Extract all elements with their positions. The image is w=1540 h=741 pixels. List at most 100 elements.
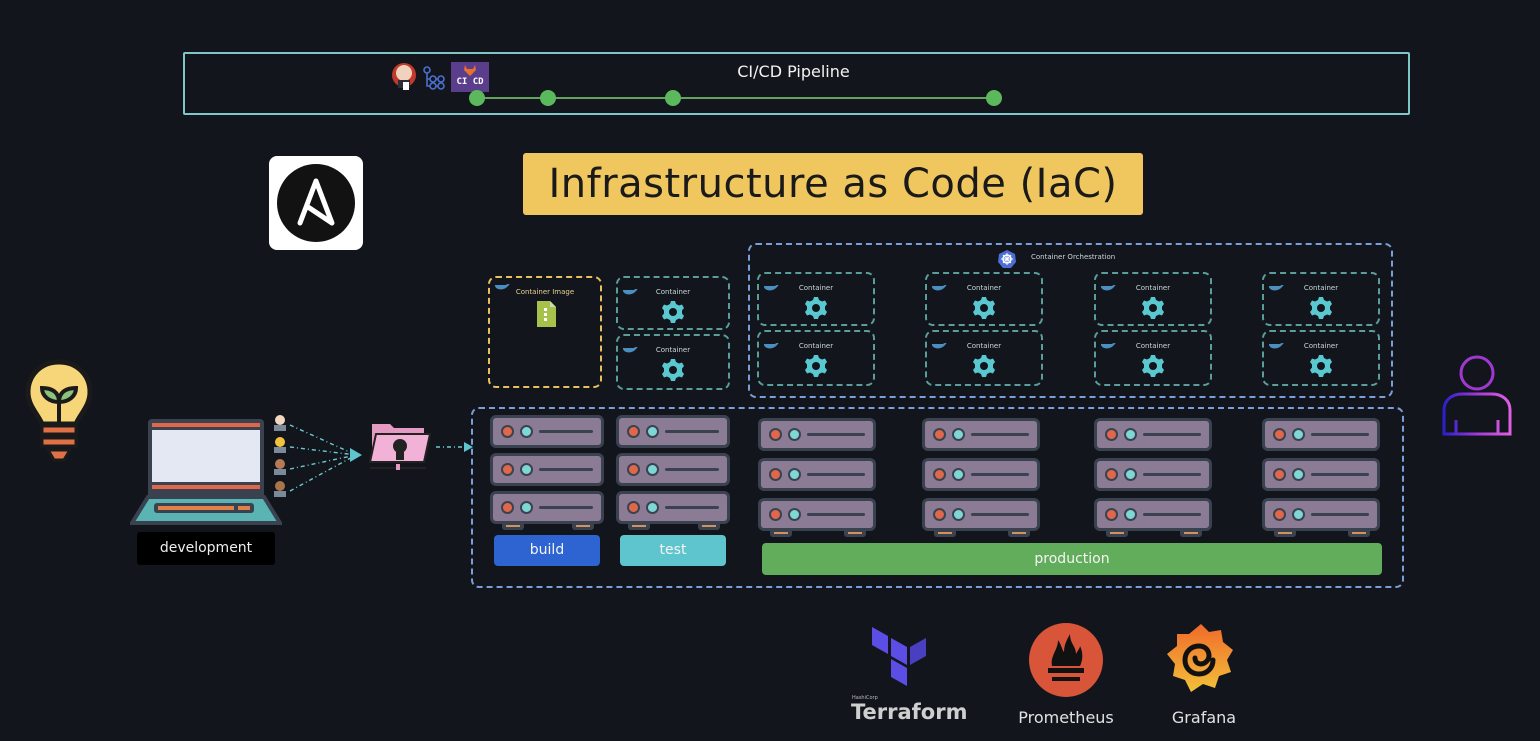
pipeline-stage-3[interactable] bbox=[665, 90, 681, 106]
server-unit bbox=[758, 458, 876, 491]
status-led-cyan bbox=[520, 501, 533, 514]
server-unit bbox=[1262, 498, 1380, 531]
server-unit bbox=[490, 491, 604, 524]
status-led-red bbox=[1105, 428, 1118, 441]
container-label: Container bbox=[1303, 284, 1339, 292]
status-led-cyan bbox=[1292, 468, 1305, 481]
status-led-cyan bbox=[788, 428, 801, 441]
server-foot bbox=[844, 531, 866, 537]
docker-icon bbox=[622, 281, 638, 300]
status-led-red bbox=[933, 428, 946, 441]
pipeline-graph-icon bbox=[423, 66, 445, 90]
container-box: Container bbox=[1094, 330, 1212, 386]
server-foot bbox=[1106, 531, 1128, 537]
status-led-cyan bbox=[520, 463, 533, 476]
docker-icon bbox=[1268, 335, 1284, 354]
cicd-pipeline-panel: CI/CD Pipeline CI CD bbox=[183, 52, 1410, 115]
gitlab-badge-text: CI CD bbox=[456, 77, 484, 87]
container-label: Container bbox=[1303, 342, 1339, 350]
drive-slot bbox=[539, 506, 593, 509]
status-led-red bbox=[769, 428, 782, 441]
pipeline-stage-1[interactable] bbox=[469, 90, 485, 106]
build-environment-button[interactable]: build bbox=[494, 535, 600, 566]
container-image-label: Container Image bbox=[515, 288, 575, 296]
prometheus-icon bbox=[1029, 623, 1103, 697]
status-led-cyan bbox=[1124, 468, 1137, 481]
kubernetes-icon bbox=[998, 250, 1016, 268]
drive-slot bbox=[539, 468, 593, 471]
drive-slot bbox=[1311, 433, 1369, 436]
container-box: Container bbox=[616, 334, 730, 390]
development-label: development bbox=[137, 532, 275, 565]
status-led-cyan bbox=[1292, 428, 1305, 441]
status-led-red bbox=[501, 501, 514, 514]
prometheus-label: Prometheus bbox=[1018, 708, 1114, 727]
developer-4-avatar bbox=[274, 481, 286, 497]
server-unit bbox=[758, 498, 876, 531]
github-repo-folder-icon bbox=[368, 424, 432, 470]
status-led-red bbox=[501, 463, 514, 476]
drive-slot bbox=[807, 473, 865, 476]
terraform-vendor: HashiCorp bbox=[852, 695, 878, 701]
production-environment-button[interactable]: production bbox=[762, 543, 1382, 575]
status-led-cyan bbox=[952, 508, 965, 521]
drive-slot bbox=[539, 430, 593, 433]
server-foot bbox=[1180, 531, 1202, 537]
user-icon bbox=[1442, 355, 1512, 436]
drive-slot bbox=[807, 433, 865, 436]
server-foot bbox=[1274, 531, 1296, 537]
image-file-icon bbox=[537, 301, 556, 327]
status-led-red bbox=[501, 425, 514, 438]
container-label: Container bbox=[1135, 342, 1171, 350]
status-led-red bbox=[1273, 428, 1286, 441]
server-unit bbox=[1094, 458, 1212, 491]
drive-slot bbox=[971, 433, 1029, 436]
drive-slot bbox=[665, 506, 719, 509]
lightbulb-icon bbox=[25, 359, 93, 462]
status-led-cyan bbox=[788, 508, 801, 521]
container-box: Container bbox=[1094, 272, 1212, 326]
server-foot bbox=[770, 531, 792, 537]
pipeline-stage-4[interactable] bbox=[986, 90, 1002, 106]
server-foot bbox=[1008, 531, 1030, 537]
status-led-red bbox=[627, 501, 640, 514]
gear-icon bbox=[1309, 354, 1333, 382]
status-led-cyan bbox=[520, 425, 533, 438]
container-image-box: Container Image bbox=[488, 276, 602, 388]
container-box: Container bbox=[1262, 330, 1380, 386]
drive-slot bbox=[1143, 473, 1201, 476]
infrastructure-box bbox=[471, 407, 1404, 588]
container-box: Container bbox=[925, 272, 1043, 326]
status-led-cyan bbox=[952, 428, 965, 441]
grafana-icon bbox=[1167, 624, 1233, 692]
gear-icon bbox=[661, 300, 685, 328]
container-orchestration-box: Container Orchestration bbox=[748, 243, 1393, 398]
server-foot bbox=[698, 524, 720, 530]
server-unit bbox=[490, 415, 604, 448]
pipeline-title: CI/CD Pipeline bbox=[737, 62, 850, 81]
drive-slot bbox=[971, 473, 1029, 476]
container-box: Container bbox=[925, 330, 1043, 386]
docker-icon bbox=[931, 277, 947, 296]
server-foot bbox=[628, 524, 650, 530]
status-led-cyan bbox=[646, 501, 659, 514]
status-led-cyan bbox=[1124, 428, 1137, 441]
container-label: Container bbox=[655, 346, 691, 354]
drive-slot bbox=[1143, 433, 1201, 436]
docker-icon bbox=[1100, 277, 1116, 296]
pipeline-stage-2[interactable] bbox=[540, 90, 556, 106]
status-led-red bbox=[769, 508, 782, 521]
status-led-red bbox=[933, 508, 946, 521]
drive-slot bbox=[807, 513, 865, 516]
server-foot bbox=[572, 524, 594, 530]
developer-3-avatar bbox=[274, 459, 286, 475]
server-foot bbox=[502, 524, 524, 530]
test-environment-button[interactable]: test bbox=[620, 535, 726, 566]
status-led-cyan bbox=[788, 468, 801, 481]
status-led-red bbox=[1105, 508, 1118, 521]
server-unit bbox=[616, 491, 730, 524]
server-unit bbox=[490, 453, 604, 486]
server-unit bbox=[758, 418, 876, 451]
gitlab-cicd-icon: CI CD bbox=[451, 62, 489, 92]
status-led-red bbox=[769, 468, 782, 481]
